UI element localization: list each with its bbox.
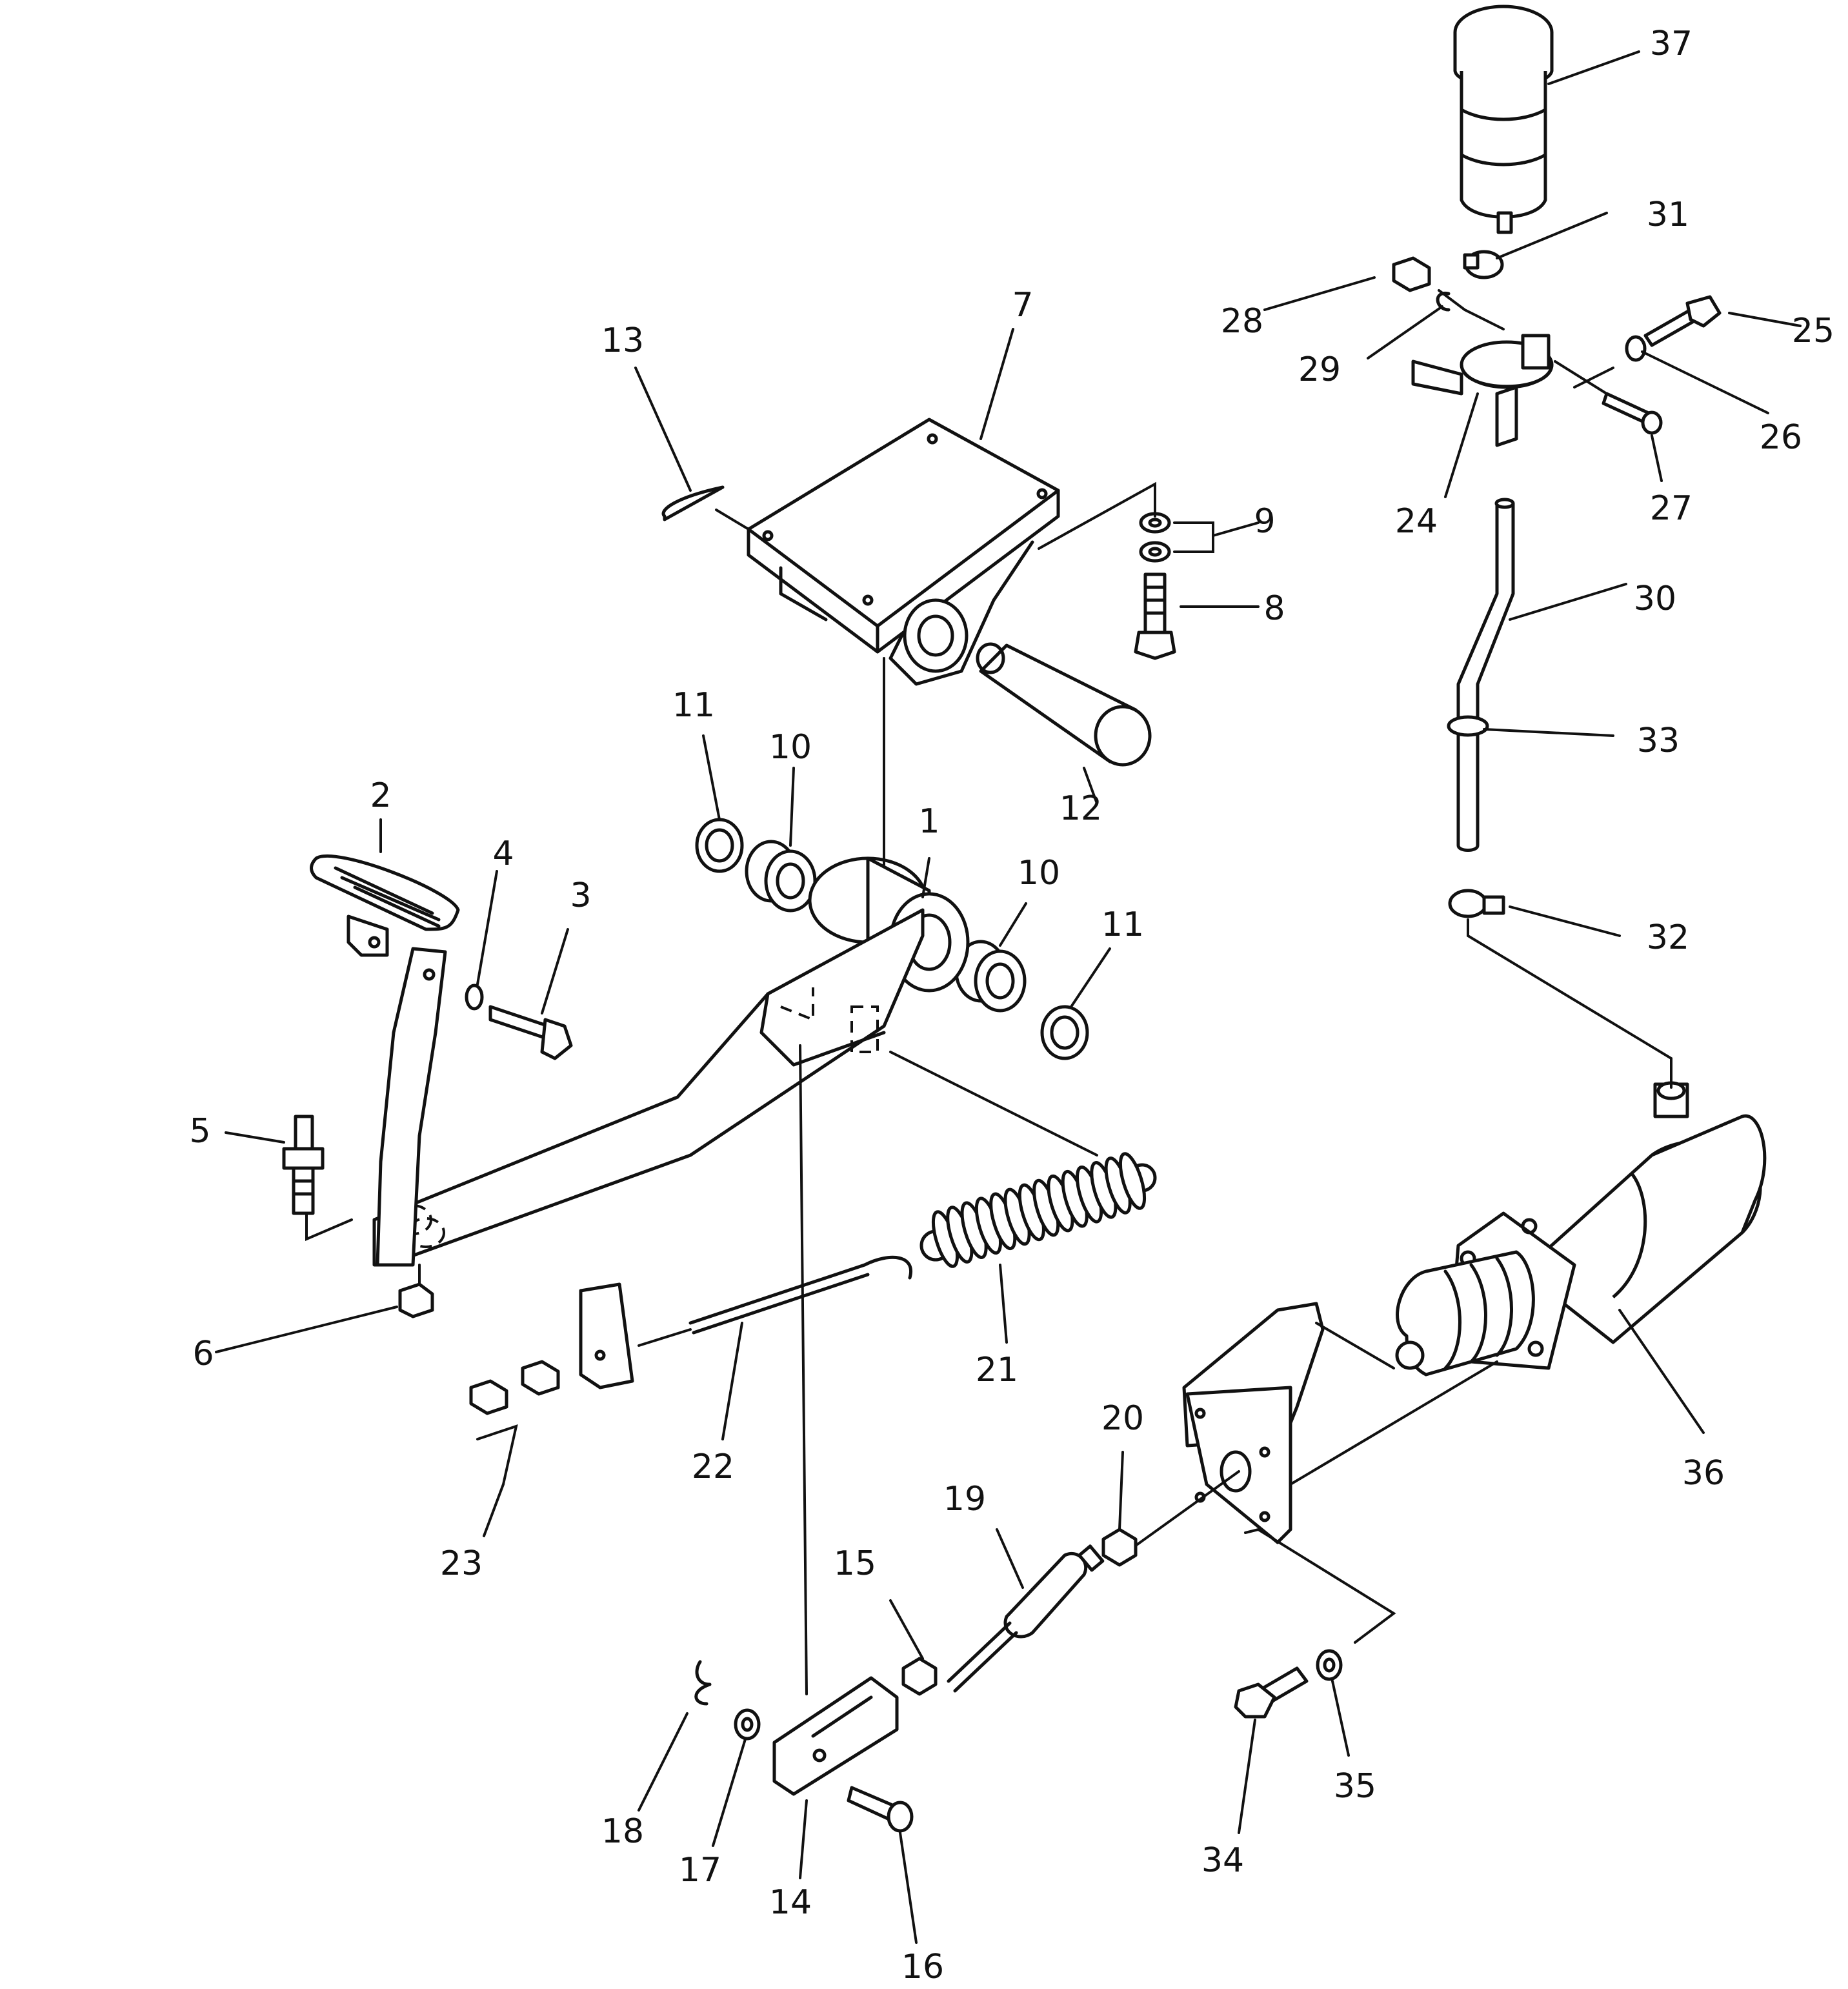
bolt-34 [1234, 1666, 1309, 1719]
hose-clamp-33 [1447, 715, 1489, 737]
threaded-rod [688, 1255, 912, 1335]
clevis-pin-16 [847, 1786, 914, 1833]
pedal-pad [310, 854, 460, 957]
callout-35: 35 [1334, 1767, 1376, 1806]
washer-17 [734, 1708, 761, 1741]
reservoir-37 [1453, 5, 1554, 234]
nut-20 [1101, 1528, 1138, 1567]
washer-35 [1316, 1649, 1343, 1681]
hose-clamp-31 [1463, 250, 1504, 279]
callout-19: 19 [943, 1480, 986, 1519]
callout-4: 4 [492, 834, 514, 873]
washer-26 [1625, 335, 1647, 362]
cylinder-boot [1395, 1250, 1535, 1377]
callout-16: 16 [901, 1948, 944, 1986]
callout-9: 9 [1254, 502, 1275, 541]
bushing-10-left [745, 840, 817, 913]
return-spring [919, 1152, 1157, 1268]
callout-34: 34 [1201, 1841, 1244, 1880]
callout-20: 20 [1101, 1399, 1144, 1438]
callout-8: 8 [1263, 589, 1285, 628]
seal-11-left [695, 818, 744, 873]
callout-11b: 11 [1101, 905, 1144, 944]
nut-15 [901, 1657, 938, 1696]
cylinder-mounting-bracket [1182, 1302, 1325, 1544]
bolt-25 [1643, 295, 1722, 347]
callout-26: 26 [1760, 418, 1802, 457]
push-rod-19 [947, 1544, 1105, 1693]
nuts-23 [469, 1360, 560, 1415]
callout-3: 3 [570, 876, 591, 915]
callout-1: 1 [918, 802, 939, 841]
callout-32: 32 [1647, 918, 1689, 957]
callout-15: 15 [834, 1544, 876, 1583]
pedal-lever [372, 856, 970, 1267]
callout-25: 25 [1792, 312, 1834, 350]
callout-37: 37 [1650, 25, 1692, 63]
pedal-arm [376, 947, 447, 1267]
callout-23: 23 [440, 1544, 483, 1583]
callout-14: 14 [769, 1883, 812, 1922]
bolt-3 [488, 1005, 573, 1060]
callout-5: 5 [189, 1112, 210, 1151]
callout-13: 13 [601, 321, 644, 360]
bracket-plate [747, 418, 1060, 686]
callout-11a: 11 [672, 686, 715, 725]
callout-2: 2 [370, 776, 391, 815]
callout-21: 21 [976, 1351, 1018, 1389]
callout-36: 36 [1682, 1454, 1725, 1493]
callout-33: 33 [1637, 722, 1680, 760]
nut-28 [1392, 256, 1431, 292]
callout-10a: 10 [769, 728, 812, 767]
cotter-pin-18 [694, 1660, 712, 1706]
washer-4 [465, 984, 484, 1011]
callout-30: 30 [1634, 580, 1676, 618]
callout-24: 24 [1395, 502, 1438, 541]
hose-30 [1456, 498, 1515, 852]
nut-6 [398, 1282, 434, 1318]
callout-17: 17 [679, 1851, 721, 1890]
callout-29: 29 [1298, 350, 1341, 389]
seal-11-right [1040, 1005, 1089, 1060]
callout-leaders [215, 50, 1802, 1944]
washers-9 [1139, 512, 1171, 563]
bolt-8 [1134, 572, 1176, 660]
callout-22: 22 [692, 1448, 734, 1486]
callout-7: 7 [1012, 286, 1033, 325]
cotter-pin-13 [661, 485, 725, 521]
callout-numbers: 1 2 3 4 5 6 7 8 9 10 10 11 11 12 13 14 1… [189, 25, 1834, 1986]
callout-10b: 10 [1018, 854, 1060, 893]
spring-plate [579, 1282, 634, 1389]
screw-27 [1602, 392, 1663, 435]
callout-12: 12 [1060, 789, 1102, 828]
stop-bolt-5 [282, 1115, 325, 1215]
callout-27: 27 [1650, 489, 1692, 528]
hose-clamp-32 [1448, 889, 1505, 918]
callout-31: 31 [1647, 196, 1689, 234]
spring-coil [1118, 1152, 1147, 1210]
callout-18: 18 [601, 1812, 644, 1851]
callout-28: 28 [1221, 302, 1263, 341]
assembly-lines [305, 289, 1672, 1695]
callout-6: 6 [192, 1335, 214, 1373]
pivot-shaft [976, 642, 1152, 767]
clevis-14 [772, 1676, 899, 1796]
reservoir-bracket-24 [1411, 334, 1554, 447]
